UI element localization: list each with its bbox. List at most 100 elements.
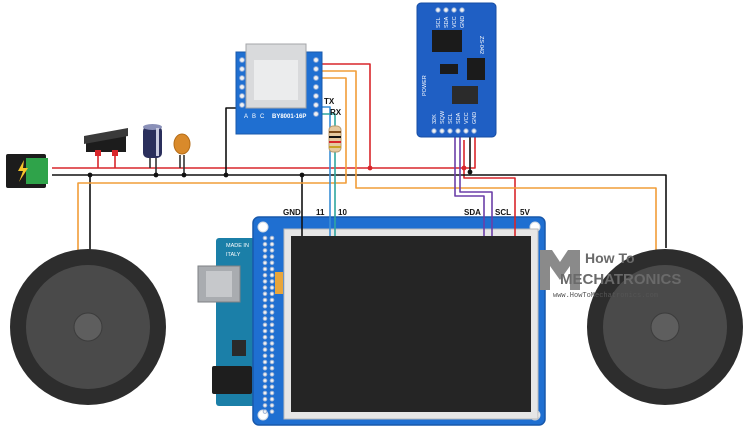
header-pin (269, 297, 275, 303)
header-pin (269, 260, 275, 266)
rtc-top-pin-gnd: GND (460, 16, 466, 28)
header-pin (447, 128, 453, 134)
mp3-pin-a: A (244, 114, 248, 120)
teal-wire-rx (322, 113, 336, 236)
right-speaker (587, 249, 743, 405)
header-pin (262, 297, 268, 303)
rtc-pin-vcc: VCC (464, 112, 470, 124)
orange-wire-right (322, 70, 657, 250)
header-pin (269, 403, 275, 408)
header-pin (262, 322, 268, 328)
rtc-module: ZS-042 POWER SCL SDA VCC GND 32K SQW SCL… (416, 2, 497, 138)
brand-logo: How To MECHATRONICS www.HowToMechatronic… (540, 250, 681, 300)
dc-jack (6, 154, 48, 188)
header-pin (262, 248, 268, 253)
header-pin (269, 365, 275, 371)
red-wire-5v (463, 140, 516, 236)
header-pin (313, 84, 319, 90)
italy-text: ITALY (226, 252, 241, 258)
header-pin (269, 279, 275, 284)
header-pin (269, 291, 275, 297)
rtc-pin-sda: SDA (456, 112, 462, 124)
header-pin (262, 365, 268, 371)
resistor (328, 125, 342, 153)
wires (52, 63, 667, 250)
made-in-text: MADE IN (226, 243, 249, 249)
header-pin (455, 128, 461, 134)
label-rx: RX (330, 108, 342, 117)
red-wire-mp3 (322, 63, 371, 168)
header-pin (269, 303, 275, 309)
label-pin-11: 11 (316, 208, 325, 217)
header-pin (269, 378, 275, 383)
header-pin (269, 384, 275, 390)
header-pin (435, 7, 441, 13)
tft-screen (291, 236, 531, 412)
header-pin (262, 272, 268, 278)
header-pin (262, 353, 268, 359)
header-pin (269, 310, 275, 315)
rtc-pin-scl: SCL (448, 113, 454, 124)
red-wire-main (52, 137, 476, 169)
header-pin (239, 102, 245, 108)
header-pin (262, 235, 268, 241)
header-pin (269, 359, 275, 365)
header-pin (262, 279, 268, 284)
header-pin (463, 128, 469, 134)
header-pin (262, 409, 268, 414)
header-pin (269, 272, 275, 278)
label-gnd: GND (283, 208, 301, 217)
brand-url: www.HowToMechatronics.com (553, 292, 658, 300)
rtc-power-label: POWER (422, 75, 428, 96)
orange-wire-left (77, 77, 347, 250)
brand-m-icon (540, 250, 580, 290)
header-pin (269, 241, 275, 247)
rtc-pin-sqw: SQW (440, 110, 446, 124)
header-pin (262, 359, 268, 365)
label-scl: SCL (495, 208, 511, 217)
header-pin (262, 291, 268, 297)
purple-wire-scl (459, 137, 493, 236)
header-pin (262, 347, 268, 352)
header-pin (439, 128, 445, 134)
mp3-module: A B C BY8001-16P (235, 43, 323, 135)
header-pin (269, 390, 275, 396)
junctions (87, 165, 473, 178)
rtc-top-pin-vcc: VCC (452, 16, 458, 28)
header-pin (431, 128, 437, 134)
header-pin (269, 254, 275, 259)
header-pin (269, 322, 275, 328)
brand-line1: How To (585, 250, 635, 266)
label-5v: 5V (520, 208, 530, 217)
header-pin (262, 285, 268, 290)
header-pin (262, 403, 268, 408)
header-pin (239, 75, 245, 81)
header-pin (269, 334, 275, 340)
label-tx: TX (324, 97, 335, 106)
header-pin (262, 241, 268, 247)
tft-header-pins (262, 235, 275, 414)
electrolytic-capacitor (143, 124, 162, 158)
header-pin (269, 266, 275, 272)
header-pin (451, 7, 457, 13)
header-pin (313, 111, 319, 117)
header-pin (269, 248, 275, 253)
header-pin (269, 347, 275, 352)
header-pin (269, 396, 275, 402)
header-pin (313, 57, 319, 63)
header-pin (262, 396, 268, 402)
rtc-top-pin-sda: SDA (444, 16, 450, 28)
header-pin (443, 7, 449, 13)
header-pin (262, 310, 268, 315)
header-pin (269, 409, 275, 414)
header-pin (262, 260, 268, 266)
purple-wire-sda (454, 137, 485, 236)
header-pin (313, 66, 319, 72)
header-pin (262, 316, 268, 321)
header-pin (313, 102, 319, 108)
rtc-chip-label: ZS-042 (478, 36, 484, 54)
rtc-pin-32k: 32K (432, 114, 438, 124)
header-pin (262, 334, 268, 340)
header-pin (269, 341, 275, 346)
